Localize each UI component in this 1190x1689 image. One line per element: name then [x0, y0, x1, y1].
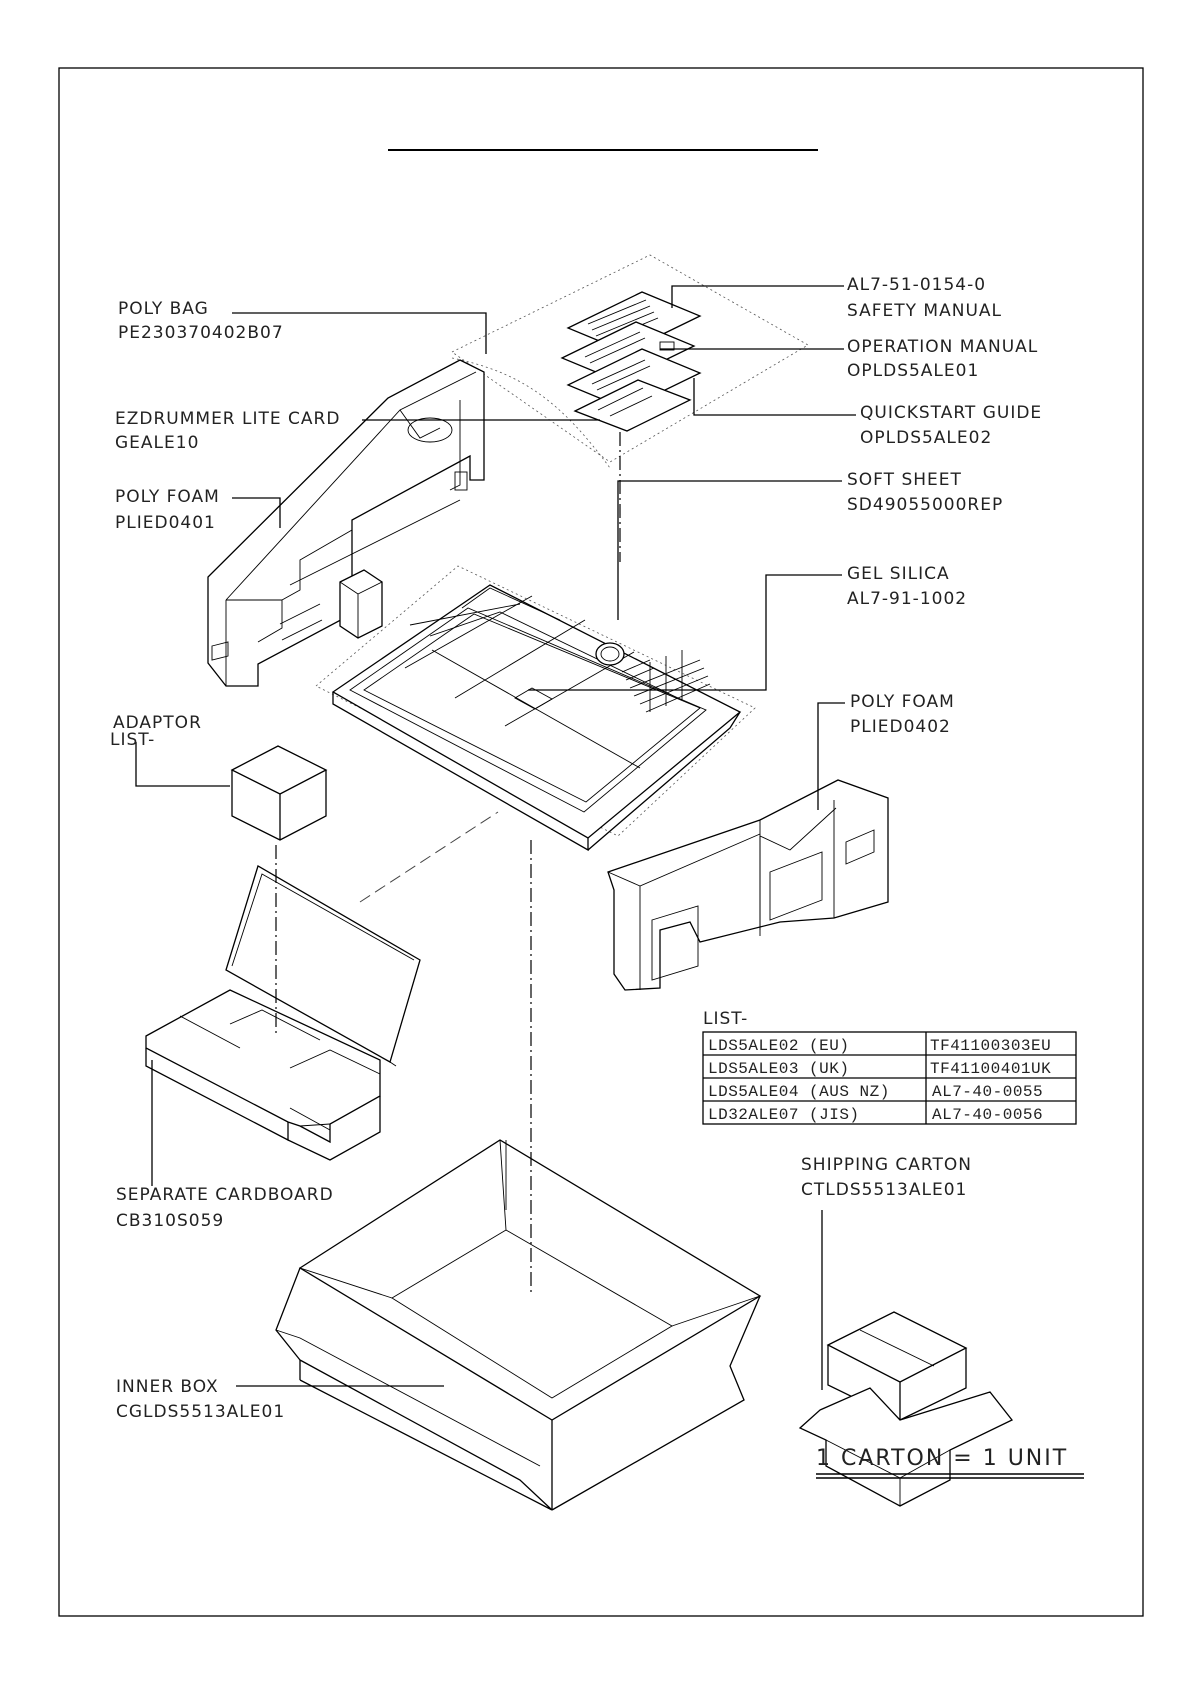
- list-row-4-part: AL7-40-0056: [932, 1106, 1043, 1124]
- list-row-3-model: LDS5ALE04 (AUS NZ): [708, 1083, 890, 1101]
- safety-manual-name: SAFETY MANUAL: [847, 301, 1002, 321]
- list-row-4-model: LD32ALE07 (JIS): [708, 1106, 860, 1124]
- poly-bag-code: PE230370402B07: [118, 323, 284, 343]
- quickstart-guide-code: OPLDS5ALE02: [860, 428, 992, 448]
- cardboard-assembly-line: [359, 811, 499, 903]
- list-row-1-model: LDS5ALE02 (EU): [708, 1037, 849, 1055]
- adaptor-list-ref: LIST-: [110, 730, 155, 750]
- poly-bag-drawing: [451, 254, 809, 469]
- poly-foam-right-drawing: [607, 779, 889, 991]
- poly-foam-left-name: POLY FOAM: [115, 487, 220, 507]
- poly-bag-name: POLY BAG: [118, 299, 209, 319]
- separate-cardboard-name: SEPARATE CARDBOARD: [116, 1185, 334, 1205]
- list-row-2-model: LDS5ALE03 (UK): [708, 1060, 849, 1078]
- safety-manual-code: AL7-51-0154-0: [847, 275, 986, 295]
- poly-foam-right-name: POLY FOAM: [850, 692, 955, 712]
- gel-silica-code: AL7-91-1002: [847, 589, 967, 609]
- leader-lines: [135, 285, 856, 1390]
- soft-sheet-name: SOFT SHEET: [847, 470, 962, 490]
- poly-foam-right-code: PLIED0402: [850, 717, 951, 737]
- ezdrummer-card-drawing: [573, 379, 692, 432]
- soft-sheet-code: SD49055000REP: [847, 495, 1003, 515]
- list-table-title: LIST-: [703, 1009, 748, 1029]
- separate-cardboard-drawing: [145, 865, 421, 1161]
- inner-box-code: CGLDS5513ALE01: [116, 1402, 285, 1422]
- operation-manual-name: OPERATION MANUAL: [847, 337, 1038, 357]
- gel-silica-name: GEL SILICA: [847, 564, 950, 584]
- inner-box-drawing: [275, 1139, 762, 1511]
- poly-foam-left-drawing: [207, 359, 485, 687]
- ezdrummer-card-name: EZDRUMMER LITE CARD: [115, 409, 340, 429]
- list-row-1-part: TF41100303EU: [930, 1037, 1051, 1055]
- list-row-2-part: TF41100401UK: [930, 1060, 1051, 1078]
- quickstart-guide-name: QUICKSTART GUIDE: [860, 403, 1042, 423]
- adaptor-list-table: LIST- LDS5ALE02 (EU) TF41100303EU LDS5AL…: [702, 1009, 1077, 1125]
- list-row-3-part: AL7-40-0055: [932, 1083, 1043, 1101]
- poly-foam-left-code: PLIED0401: [115, 513, 216, 533]
- shipping-carton-code: CTLDS5513ALE01: [801, 1180, 967, 1200]
- carton-unit-note: 1 CARTON = 1 UNIT: [816, 1446, 1068, 1471]
- shipping-carton-drawing: [798, 1311, 1014, 1507]
- adaptor-drawing: [230, 745, 328, 841]
- drum-pad-drawing: [315, 565, 756, 852]
- sheet-border: [58, 67, 1144, 1617]
- adaptor-name: ADAPTOR: [113, 713, 202, 733]
- ezdrummer-card-code: GEALE10: [115, 433, 199, 453]
- inner-box-name: INNER BOX: [116, 1377, 219, 1397]
- operation-manual-code: OPLDS5ALE01: [847, 361, 979, 381]
- shipping-carton-name: SHIPPING CARTON: [801, 1155, 972, 1175]
- separate-cardboard-code: CB310S059: [116, 1211, 224, 1231]
